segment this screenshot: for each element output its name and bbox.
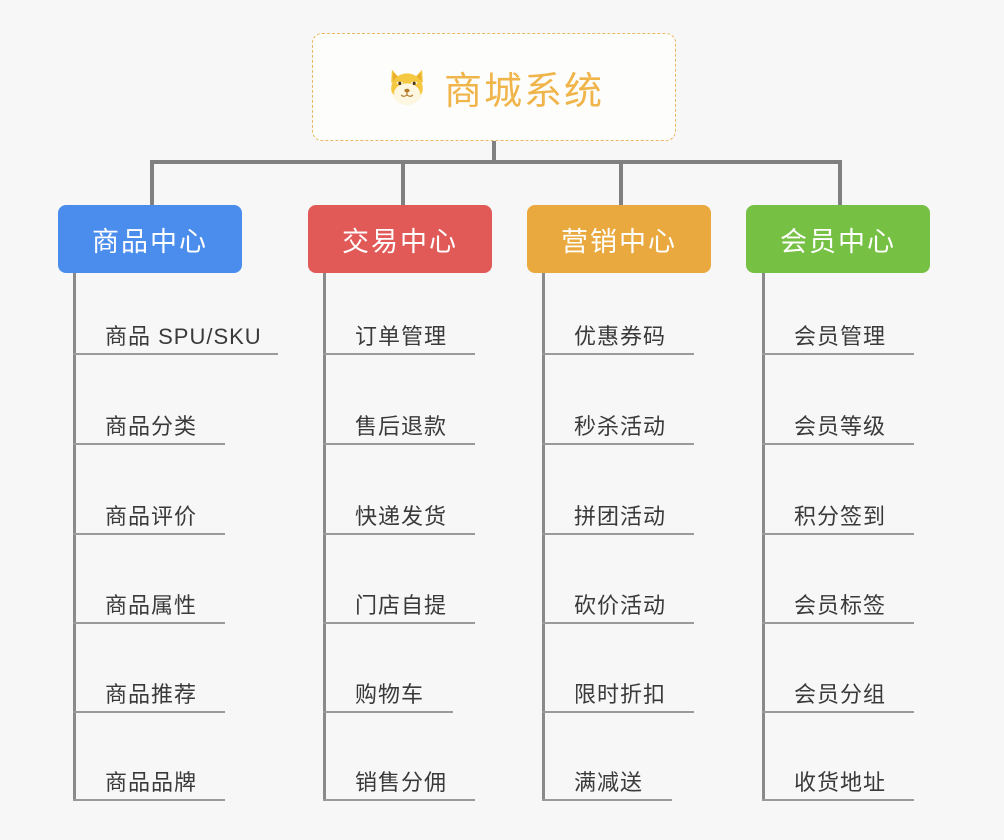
leaf-underline [542, 622, 694, 624]
root-node-mall-system[interactable]: 商城系统 [312, 33, 676, 141]
leaf-underline [542, 443, 694, 445]
leaf-label: 商品属性 [105, 593, 198, 618]
leaf-label: 优惠券码 [574, 324, 667, 349]
leaf-underline [73, 799, 225, 801]
leaf-underline [323, 711, 453, 713]
trunk-line-trade-center [323, 273, 326, 801]
leaf-label: 销售分佣 [355, 770, 448, 795]
leaf-label: 会员等级 [794, 414, 887, 439]
leaf-underline [73, 353, 278, 355]
leaf-underline [323, 533, 475, 535]
category-header-marketing-center[interactable]: 营销中心 [527, 205, 711, 273]
leaf-label: 秒杀活动 [574, 414, 667, 439]
leaf-underline [73, 711, 225, 713]
leaf-label: 限时折扣 [574, 682, 667, 707]
leaf-label: 会员分组 [794, 682, 887, 707]
leaf-underline [73, 533, 225, 535]
leaf-label: 商品评价 [105, 504, 198, 529]
leaf-underline [762, 799, 914, 801]
leaf-underline [323, 353, 475, 355]
leaf-label: 砍价活动 [574, 593, 667, 618]
connector-drop-trade [401, 160, 405, 208]
leaf-underline [73, 443, 225, 445]
leaf-label: 售后退款 [355, 414, 448, 439]
leaf-label: 拼团活动 [574, 504, 667, 529]
leaf-underline [323, 443, 475, 445]
leaf-underline [762, 711, 914, 713]
category-label: 商品中心 [92, 226, 208, 257]
leaf-label: 订单管理 [355, 324, 448, 349]
leaf-label: 商品品牌 [105, 770, 198, 795]
leaf-underline [323, 622, 475, 624]
leaf-underline [542, 799, 672, 801]
trunk-line-member-center [762, 273, 765, 801]
leaf-label: 积分签到 [794, 504, 887, 529]
leaf-label: 门店自提 [355, 593, 448, 618]
leaf-underline [762, 443, 914, 445]
leaf-underline [73, 622, 225, 624]
dog-face-icon [384, 64, 430, 110]
leaf-label: 满减送 [574, 770, 644, 795]
root-node-label: 商城系统 [443, 70, 604, 113]
leaf-label: 快递发货 [355, 504, 448, 529]
leaf-label: 会员标签 [794, 593, 887, 618]
category-label: 营销中心 [561, 226, 677, 257]
leaf-underline [542, 353, 694, 355]
connector-drop-marketing [619, 160, 623, 208]
leaf-underline [762, 622, 914, 624]
leaf-label: 商品分类 [105, 414, 198, 439]
leaf-underline [762, 353, 914, 355]
category-label: 会员中心 [780, 226, 896, 257]
connector-drop-member [838, 160, 842, 208]
connector-drop-product [150, 160, 154, 208]
leaf-label: 商品 SPU/SKU [105, 324, 262, 349]
trunk-line-product-center [73, 273, 76, 801]
category-header-product-center[interactable]: 商品中心 [58, 205, 242, 273]
leaf-underline [542, 533, 694, 535]
leaf-label: 商品推荐 [105, 682, 198, 707]
trunk-line-marketing-center [542, 273, 545, 801]
leaf-label: 购物车 [355, 682, 425, 707]
leaf-underline [542, 711, 694, 713]
category-header-trade-center[interactable]: 交易中心 [308, 205, 492, 273]
category-header-member-center[interactable]: 会员中心 [746, 205, 930, 273]
category-label: 交易中心 [342, 226, 458, 257]
leaf-underline [762, 533, 914, 535]
leaf-label: 会员管理 [794, 324, 887, 349]
connector-bus-bar [150, 160, 842, 164]
leaf-label: 收货地址 [794, 770, 887, 795]
connector-root-stem [492, 141, 496, 163]
leaf-underline [323, 799, 475, 801]
